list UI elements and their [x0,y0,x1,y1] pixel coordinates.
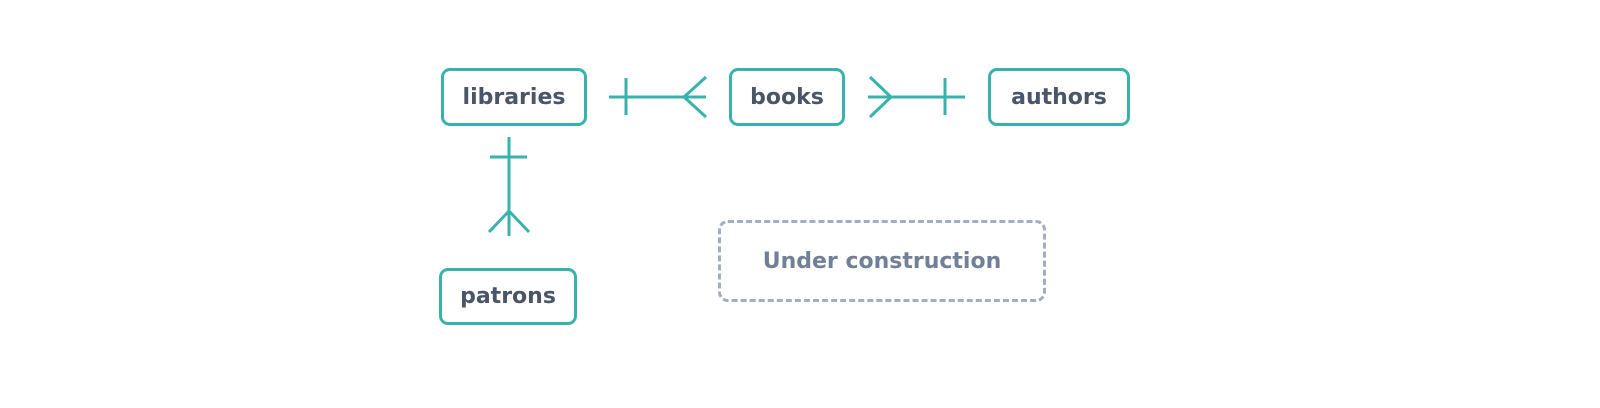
many-marker [868,75,894,119]
entity-books[interactable]: books [729,68,845,126]
entity-patrons[interactable]: patrons [439,268,577,325]
entity-label: libraries [462,84,566,110]
many-marker [487,208,531,234]
libraries-patrons-connector [487,137,531,236]
entity-label: books [750,84,824,110]
under-construction-placeholder: Under construction [718,220,1046,302]
many-marker [681,75,708,119]
entity-authors[interactable]: authors [988,68,1130,126]
libraries-books-connector [609,75,708,119]
entity-label: authors [1011,84,1107,110]
entity-libraries[interactable]: libraries [441,68,587,126]
placeholder-label: Under construction [762,248,1002,274]
books-authors-connector [868,75,965,119]
entity-label: patrons [460,284,556,309]
